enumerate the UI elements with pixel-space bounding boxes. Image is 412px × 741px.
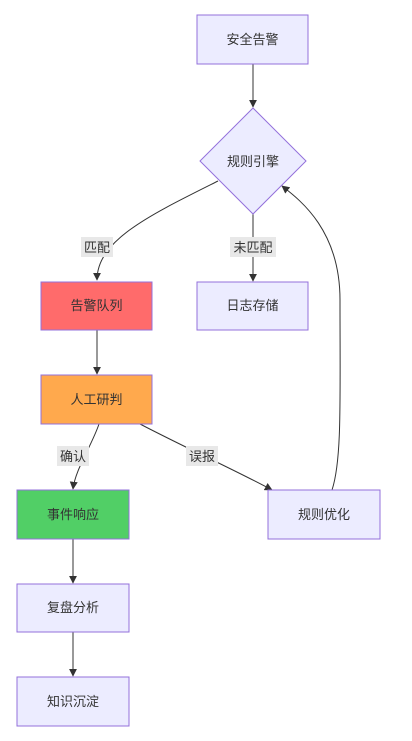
node-label-event-response: 事件响应 bbox=[47, 507, 99, 523]
node-knowledge-deposit: 知识沉淀 bbox=[16, 676, 130, 727]
node-label-rule-engine: 规则引擎 bbox=[227, 155, 279, 170]
node-alert-queue: 告警队列 bbox=[40, 281, 153, 331]
node-security-alert: 安全告警 bbox=[196, 14, 309, 65]
node-label-security-alert: 安全告警 bbox=[226, 32, 278, 48]
node-label-log-storage: 日志存储 bbox=[226, 299, 278, 314]
edge-labels: 匹配 未匹配 确认 误报 bbox=[57, 237, 276, 466]
edge-label-confirm: 确认 bbox=[60, 450, 86, 465]
node-label-manual-review: 人工研判 bbox=[70, 393, 122, 408]
edge-optimize-to-engine bbox=[281, 185, 341, 491]
edge-label-false-positive: 误报 bbox=[189, 450, 215, 465]
node-event-response: 事件响应 bbox=[16, 489, 130, 540]
node-review-analysis: 复盘分析 bbox=[16, 583, 130, 633]
edge-label-no-match: 未匹配 bbox=[233, 241, 272, 256]
edge-label-match: 匹配 bbox=[84, 241, 110, 256]
node-rule-optimize: 规则优化 bbox=[267, 489, 381, 540]
node-label-review-analysis: 复盘分析 bbox=[47, 600, 99, 616]
node-label-rule-optimize: 规则优化 bbox=[298, 508, 350, 523]
edge-engine-to-queue bbox=[93, 180, 219, 281]
node-manual-review: 人工研判 bbox=[40, 374, 153, 425]
node-log-storage: 日志存储 bbox=[196, 281, 309, 331]
node-label-knowledge-deposit: 知识沉淀 bbox=[47, 694, 99, 710]
node-label-alert-queue: 告警队列 bbox=[70, 298, 122, 314]
node-rule-engine: 规则引擎 bbox=[199, 107, 307, 215]
